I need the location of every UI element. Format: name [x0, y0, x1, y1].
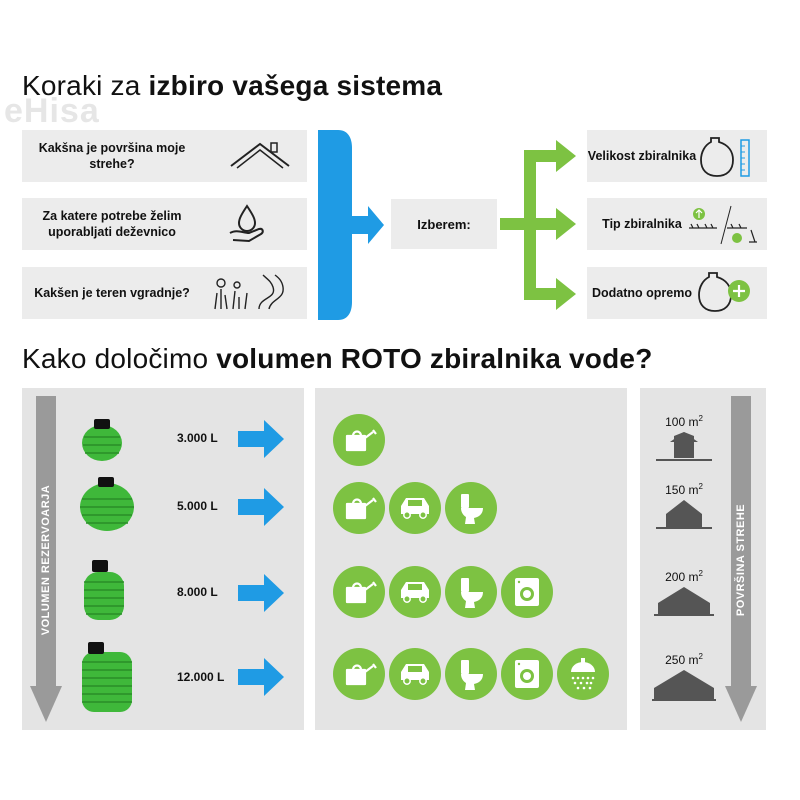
volume-label: 5.000 L — [177, 499, 218, 513]
blue-arrow — [238, 420, 284, 458]
washing-machine-icon — [501, 566, 553, 618]
car-icon — [389, 648, 441, 700]
house-200-icon — [654, 587, 714, 616]
blue-arrow — [238, 658, 284, 696]
watermark: eHisa — [4, 92, 100, 130]
outcome-box-type: Tip zbiralnika — [587, 198, 767, 250]
roof-area-label: 100 m2 — [665, 414, 703, 429]
outcome-text: Dodatno opremo — [592, 286, 692, 300]
roof-area-label: 250 m2 — [665, 652, 703, 667]
title-bold-text: volumen ROTO zbiralnika vode? — [216, 343, 653, 374]
watering-can-icon — [333, 566, 385, 618]
car-icon — [389, 482, 441, 534]
roof-area-label: 200 m2 — [665, 569, 703, 584]
question-text: Za katere potrebe želim uporabljati deže… — [42, 209, 182, 239]
watering-can-icon — [333, 414, 385, 466]
tank-12000-image — [82, 642, 132, 712]
outcome-text: Tip zbiralnika — [602, 217, 682, 231]
blue-arrow — [238, 488, 284, 526]
volume-label: 8.000 L — [177, 585, 218, 599]
outcome-box-equipment: Dodatno opremo — [587, 267, 767, 319]
volume-label: 12.000 L — [177, 670, 225, 684]
water-hand-icon — [229, 204, 264, 243]
title-bold-text: izbiro vašega sistema — [148, 70, 443, 101]
washing-machine-icon — [501, 648, 553, 700]
area-axis-label: POVRŠINA STREHE — [735, 503, 747, 617]
tank-size-icon — [700, 137, 750, 177]
tank-type-icon — [689, 205, 757, 245]
question-text: Kakšna je površina moje strehe? — [38, 141, 186, 171]
house-150-icon — [656, 500, 712, 529]
tank-5000-image — [80, 477, 134, 531]
outcome-text: Velikost zbiralnika — [587, 149, 697, 163]
roof-icon — [230, 142, 290, 169]
toilet-icon — [445, 648, 497, 700]
question-box-terrain: Kakšen je teren vgradnje? — [22, 267, 307, 319]
car-icon — [389, 566, 441, 618]
tank-3000-image — [82, 419, 122, 461]
title-light-text: Kako določimo — [22, 343, 217, 374]
question-box-usage: Za katere potrebe želim uporabljati deže… — [22, 198, 307, 250]
volume-label: 3.000 L — [177, 431, 218, 445]
question-text: Kakšen je teren vgradnje? — [34, 286, 190, 300]
shower-icon — [557, 648, 609, 700]
toilet-icon — [445, 566, 497, 618]
blue-arrow — [238, 574, 284, 612]
volume-axis-label: VOLUMEN REZERVOARJA — [40, 484, 52, 636]
title-light-text: Koraki za — [22, 70, 149, 101]
branch-arrows-green — [500, 140, 576, 310]
down-arrow-volume — [30, 396, 62, 722]
house-250-icon — [652, 670, 716, 701]
terrain-icon — [214, 274, 284, 310]
watering-can-icon — [333, 648, 385, 700]
toilet-icon — [445, 482, 497, 534]
house-100-icon — [656, 432, 712, 461]
bracket-arrow-blue — [318, 130, 384, 320]
outcome-box-size: Velikost zbiralnika — [587, 130, 767, 182]
section-title-steps: Koraki za izbiro vašega sistema — [22, 70, 442, 102]
roof-area-label: 150 m2 — [665, 482, 703, 497]
question-box-roof: Kakšna je površina moje strehe? — [22, 130, 307, 182]
watering-can-icon — [333, 482, 385, 534]
tank-plus-icon — [698, 272, 750, 312]
down-arrow-area — [725, 396, 757, 722]
section-title-volume: Kako določimo volumen ROTO zbiralnika vo… — [22, 343, 653, 375]
tank-8000-image — [84, 560, 124, 620]
choose-label: Izberem: — [391, 199, 497, 249]
